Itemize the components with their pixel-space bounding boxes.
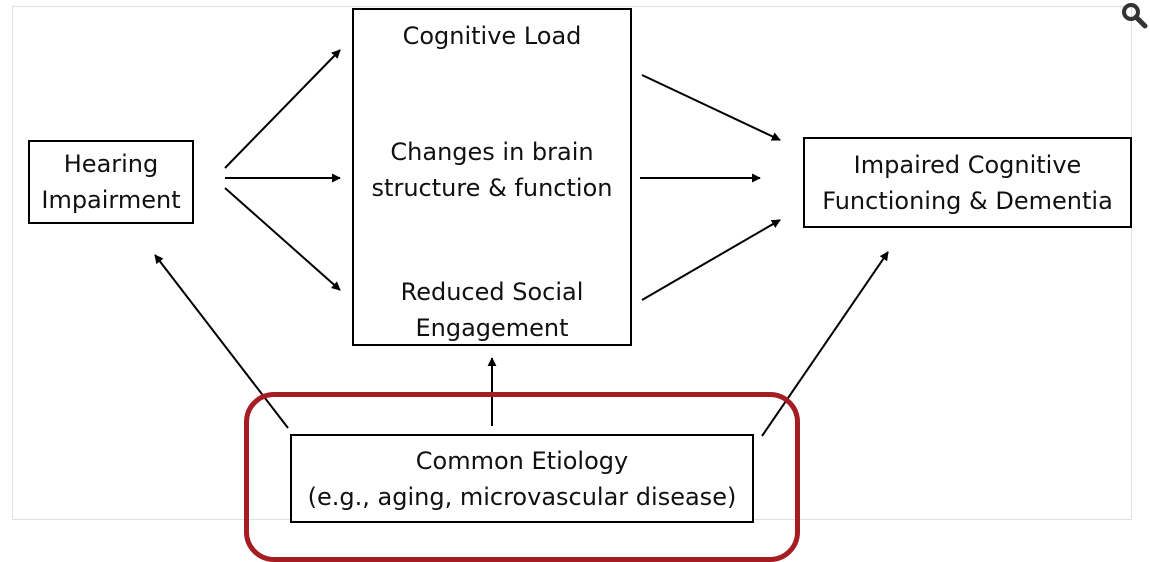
mechanisms-box: Cognitive Load Changes in brain structur… (352, 8, 632, 346)
cognitive-load-label: Cognitive Load (402, 22, 582, 50)
arrow-hearing-to-social (224, 187, 341, 291)
arrow-cognitive-load-to-impaired (641, 74, 781, 141)
hearing-impairment-label: Hearing Impairment (41, 150, 181, 214)
arrow-hearing-to-cognitive-load (224, 49, 341, 169)
arrow-social-to-impaired (641, 219, 781, 301)
hearing-impairment-box: Hearing Impairment (28, 140, 194, 224)
common-etiology-box: Common Etiology (e.g., aging, microvascu… (290, 434, 754, 523)
impaired-cognition-box: Impaired Cognitive Functioning & Dementi… (803, 137, 1132, 228)
impaired-cognition-label: Impaired Cognitive Functioning & Dementi… (822, 151, 1113, 215)
magnifier-icon[interactable] (1118, 0, 1150, 32)
social-engagement-label: Reduced Social Engagement (400, 278, 584, 342)
brain-changes-label: Changes in brain structure & function (371, 138, 613, 202)
common-etiology-label: Common Etiology (e.g., aging, microvascu… (307, 447, 737, 511)
etiology-highlight-outline (244, 392, 800, 562)
